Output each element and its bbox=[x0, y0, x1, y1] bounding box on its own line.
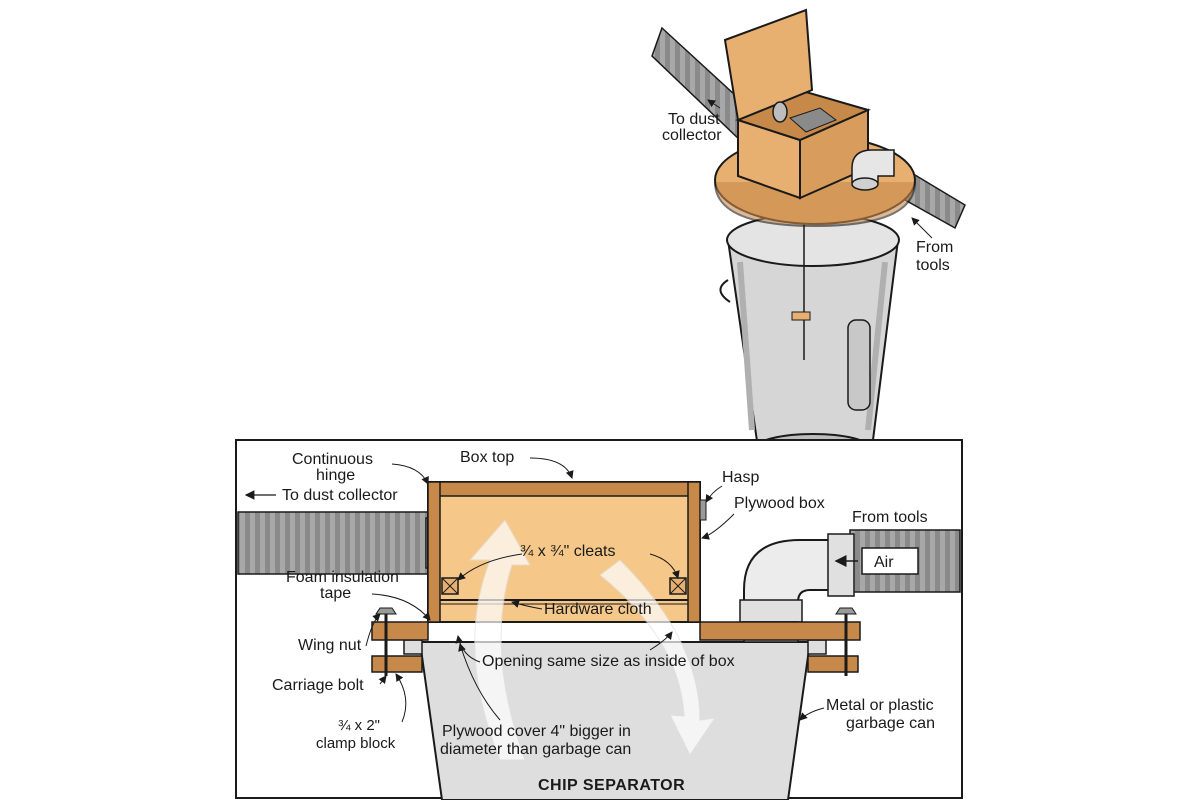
label-plywood-cover-1: Plywood cover 4" bigger in bbox=[442, 723, 631, 740]
label-hardware-cloth: Hardware cloth bbox=[544, 601, 652, 618]
label-continuous-hinge-2: hinge bbox=[316, 467, 355, 484]
label-to-dust-collector: To dust collector bbox=[282, 487, 398, 504]
cleat-left bbox=[441, 577, 459, 595]
dust-collector-hose bbox=[237, 511, 449, 575]
elbow-fitting-top bbox=[851, 149, 895, 191]
label-plywood-box: Plywood box bbox=[734, 495, 825, 512]
label-clamp-block-2: clamp block bbox=[316, 735, 396, 752]
label-to-dust-collector-2: collector bbox=[662, 127, 722, 144]
diagram-title: CHIP SEPARATOR bbox=[538, 777, 685, 794]
label-opening: Opening same size as inside of box bbox=[482, 653, 735, 670]
cross-section-panel: Air Continuous hinge Box top Hasp To dus… bbox=[235, 439, 963, 801]
cleat-right bbox=[669, 577, 687, 595]
label-box-top: Box top bbox=[460, 449, 514, 466]
label-clamp-block-1: ¾ x 2" bbox=[338, 717, 380, 734]
plywood-box-section bbox=[427, 481, 707, 623]
label-air: Air bbox=[874, 554, 894, 571]
label-wing-nut: Wing nut bbox=[298, 637, 362, 654]
label-from-tools-2: tools bbox=[916, 257, 950, 274]
label-from-tools: From tools bbox=[852, 509, 928, 526]
label-foam-tape-2: tape bbox=[320, 585, 351, 602]
label-from-tools-1: From bbox=[916, 239, 953, 256]
label-to-dust-collector-1: To dust bbox=[668, 111, 720, 128]
label-garbage-can-2: garbage can bbox=[846, 715, 935, 732]
label-plywood-cover-2: diameter than garbage can bbox=[440, 741, 631, 758]
perspective-view: To dust collector From tools bbox=[651, 8, 966, 463]
label-continuous-hinge-1: Continuous bbox=[292, 451, 373, 468]
label-garbage-can-1: Metal or plastic bbox=[826, 697, 934, 714]
hasp-hardware bbox=[699, 499, 707, 521]
label-foam-tape-1: Foam insulation bbox=[286, 569, 399, 586]
elbow-pipe bbox=[739, 533, 855, 643]
label-cleats: ¾ x ¾" cleats bbox=[520, 543, 616, 560]
label-hasp: Hasp bbox=[722, 469, 759, 486]
label-carriage-bolt: Carriage bolt bbox=[272, 677, 364, 694]
air-label-box bbox=[861, 547, 919, 575]
garbage-can-top bbox=[719, 212, 900, 463]
plywood-cover-section bbox=[371, 607, 861, 676]
plywood-box-top bbox=[723, 8, 871, 200]
